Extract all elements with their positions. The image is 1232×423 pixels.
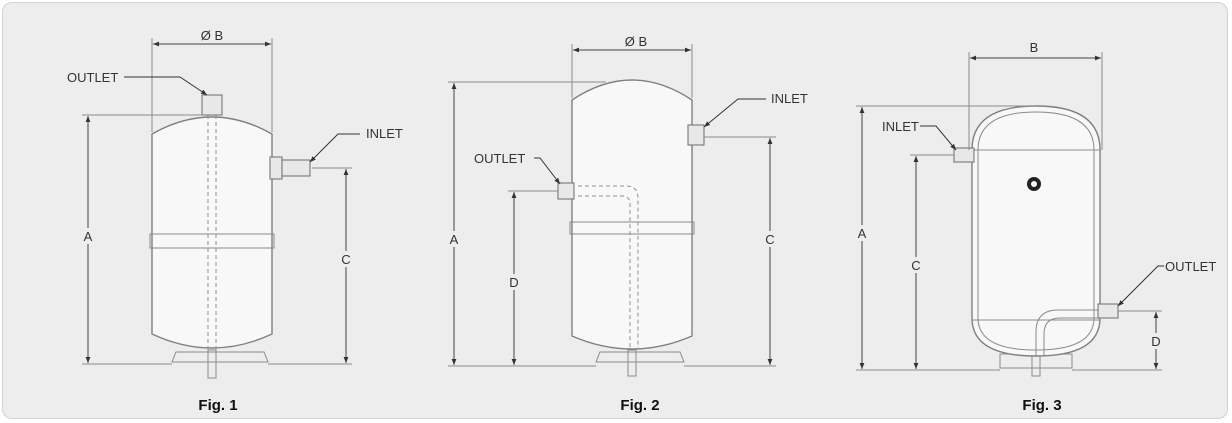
fig3-label-width: B [1030, 40, 1039, 55]
fig1-outlet-fitting [201, 94, 223, 116]
fig2-inlet-fitting [687, 124, 705, 146]
fig1-base-stand [171, 351, 269, 363]
fig3-bottom-stub [1031, 353, 1041, 377]
fig1-dim-a-gap [80, 228, 96, 244]
fig2-bottom-stub [627, 349, 637, 377]
fig3-dim-c-gap [908, 257, 924, 273]
fig1-dim-c-gap [338, 251, 354, 267]
fig3-sight-glass-center [1031, 181, 1037, 187]
fig1-weld-band [149, 233, 275, 249]
fig2-label-d: D [509, 275, 518, 290]
fig1-inlet-leader [309, 133, 360, 163]
fig3-dim-a-gap [854, 225, 870, 241]
fig1-label-inlet: INLET [366, 126, 403, 141]
fig1-label-outlet: OUTLET [67, 70, 118, 85]
figure-3: B A C D INLET OUTLET Fig. 3 [854, 40, 1216, 414]
fig2-label-outlet: OUTLET [474, 151, 525, 166]
fig1-inlet-fitting [269, 156, 283, 180]
fig2-dim-d-gap [506, 274, 522, 290]
fig3-label-c: C [911, 258, 920, 273]
figure-2: Ø B A D C OUTLET INLET Fig. 2 [446, 34, 808, 414]
fig3-label-inlet: INLET [882, 119, 919, 134]
fig2-label-c: C [765, 232, 774, 247]
fig2-dim-c-gap [762, 231, 778, 247]
fig3-outlet-fitting [1097, 303, 1119, 319]
fig2-vessel [571, 79, 693, 350]
figure-1: Ø B A C OUTLET INLET Fig. 1 [67, 28, 403, 414]
fig3-label-outlet: OUTLET [1165, 259, 1216, 274]
fig1-label-diameter: Ø B [201, 28, 223, 43]
fig2-internal-tube-inner [578, 195, 631, 350]
fig2-label-diameter: Ø B [625, 34, 647, 49]
fig1-caption: Fig. 1 [198, 397, 237, 414]
fig3-label-a: A [858, 226, 867, 241]
fig2-dim-a-gap [446, 231, 462, 247]
fig1-bottom-stub [207, 349, 217, 379]
fig2-outlet-fitting [557, 182, 575, 200]
fig2-label-a: A [450, 232, 459, 247]
fig2-inlet-leader [703, 98, 766, 128]
fig1-vessel [151, 116, 273, 349]
fig2-label-inlet: INLET [771, 91, 808, 106]
fig1-outlet-leader [124, 76, 208, 96]
fig3-inlet-leader [920, 125, 957, 151]
fig3-label-d: D [1151, 334, 1160, 349]
fig1-inlet-nut [281, 159, 311, 177]
fig1-label-a: A [84, 229, 93, 244]
fig3-dim-d-gap [1148, 333, 1164, 349]
fig3-outlet-leader [1117, 265, 1164, 307]
fig2-weld-band [569, 221, 695, 235]
fig3-internal-tube [1035, 309, 1100, 356]
fig2-internal-tube-outer [578, 185, 639, 350]
fig2-base-stand [595, 351, 685, 363]
fig1-label-c: C [341, 252, 350, 267]
fig3-caption: Fig. 3 [1022, 397, 1061, 414]
fig2-outlet-leader [534, 157, 561, 185]
fig2-caption: Fig. 2 [620, 397, 659, 414]
fig3-inlet-fitting [953, 147, 975, 163]
